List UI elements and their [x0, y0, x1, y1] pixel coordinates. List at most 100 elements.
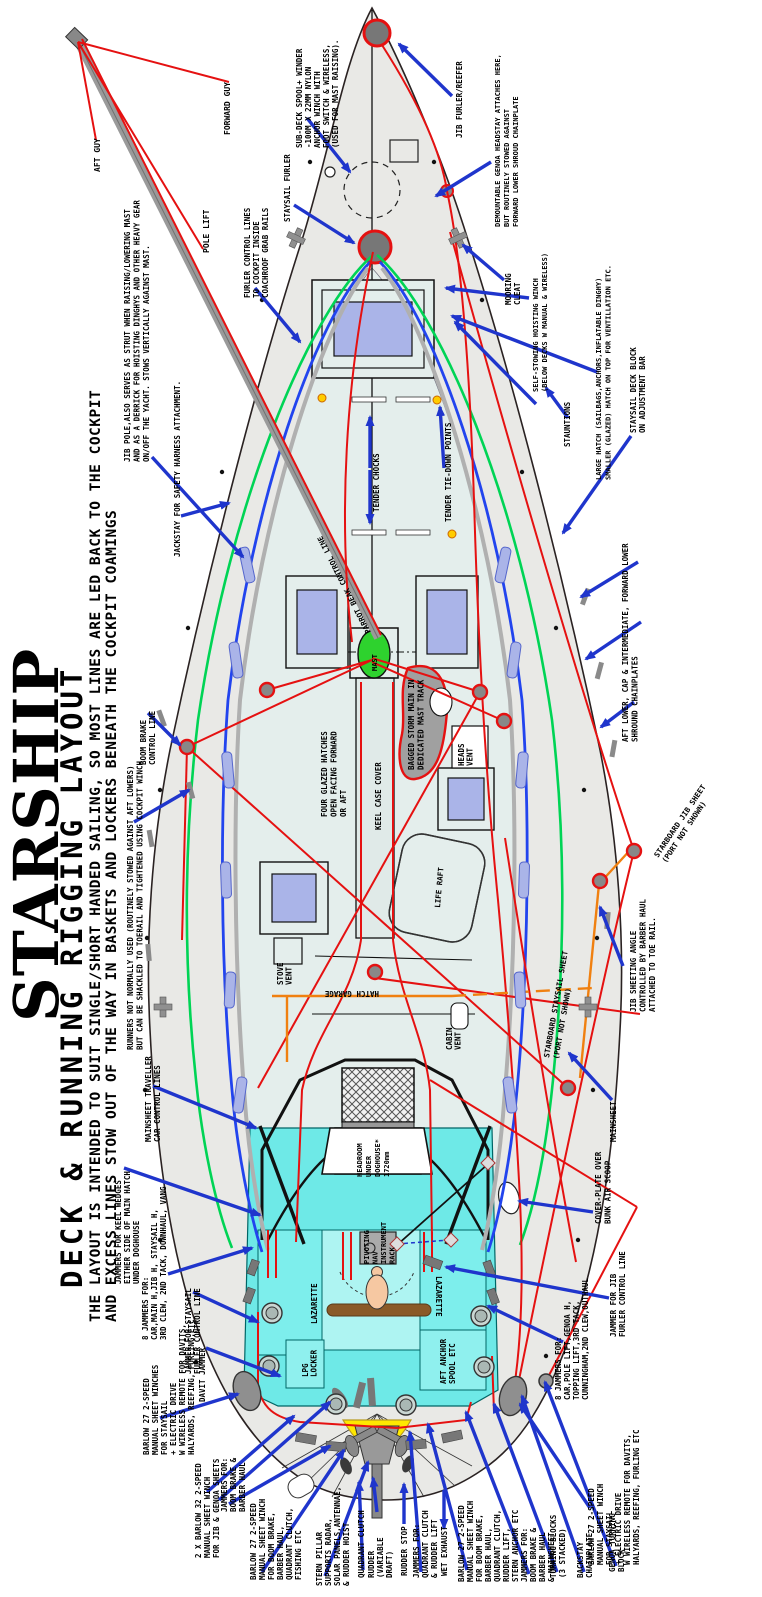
jammers-quadrant-label: JAMMERS FOR:QUADRANT CLUTCH& RUDDER LIFT [412, 1510, 439, 1578]
jammers-8-port-line-0: 8 JAMMERS FOR: [141, 1277, 150, 1340]
stove-vent-label: STOVEVENT [276, 962, 294, 985]
barlow27-port-line-3: + ELECTRIC DRIVE [169, 1382, 178, 1455]
staysail-deck-block-line-0: STAYSAIL DECK BLOCK [629, 347, 638, 433]
mainsheet-label: MAINSHEET [609, 1101, 618, 1142]
quadrant-clutch-label: QUADRANT CLUTCH [357, 1510, 366, 1578]
jammers-8-port-line-1: CAR,MAIN H,JIB H, STAYSAIL H, [150, 1209, 159, 1340]
cabin-vent-label: CABINVENT [445, 1027, 463, 1050]
cabin-vent-line-0: CABIN [445, 1027, 454, 1050]
tender-chocks-label: TENDER CHOCKS [372, 453, 381, 512]
jammer-jib-furler-line-1: FURLER CONTROL LINE [618, 1251, 627, 1337]
barlow27-aft-port-line-1: MANUAL SHEET WINCH [258, 1498, 267, 1580]
pointer-arrow [159, 1392, 240, 1420]
heads-vent-label: HEADSVENT [457, 743, 475, 766]
barlow27-aft-port-label: BARLOW 27 2-SPEEDMANUAL SHEET WINCHFOR B… [249, 1498, 303, 1580]
jammers-boom-mainsheet-line-3: & MAINSHEET [547, 1532, 556, 1582]
stern-pillar-line-0: STERN PILLAR [315, 1531, 324, 1586]
quadrant-clutch-line-0: QUADRANT CLUTCH [357, 1510, 366, 1578]
pointer-arrow [584, 620, 642, 661]
jammer-staysail-furler-line-1: FURLER CONTROL LINE [193, 1288, 202, 1374]
pointer-arrow [518, 1402, 592, 1509]
pointer-arrow [217, 1400, 332, 1502]
pointer-arrow [425, 1422, 469, 1571]
jib-furler-reefer-label: JIB FURLER/REEFER [455, 61, 464, 138]
shroud-chainplates-label: AFT LOWER, CAP & INTERMEDIATE, FORWARD L… [621, 543, 640, 742]
pointer-arrow [167, 1246, 254, 1276]
pointer-arrow [305, 116, 352, 174]
rudder-stop-label: RUDDER STOP [400, 1526, 409, 1576]
barlow27-port-line-0: BARLOW 27 2-SPEED [142, 1378, 151, 1455]
deck-block [625, 842, 643, 860]
sub-deck-spool-line-0: SUB-DECK SPOOL+ WINDER [295, 48, 304, 148]
barlow27-aft-port-line-3: BARBER HAUL, [276, 1526, 285, 1580]
pointer-arrow [444, 284, 530, 300]
rudder-stop-line-0: RUDDER STOP [400, 1526, 409, 1576]
pointer-arrow [450, 314, 598, 374]
stern-pillar-label: STERN PILLARSUPPORTS RADAR,SOLAR PANELS,… [315, 1487, 351, 1586]
pole-lift-line-0: POLE LIFT [202, 209, 211, 253]
pointer-arrow [146, 711, 182, 747]
deck-block [591, 872, 609, 890]
hatch-garage-line-0: HATCH GARAGE [324, 989, 379, 998]
barlow27-aft-port-line-4: QUADRANT CLUTCH, [285, 1508, 294, 1580]
jammers-keel-wedges-label: JAMMERS FOR KEEL WEDGESEITHER SIDE OF MA… [114, 1171, 141, 1284]
pointer-arrow [579, 560, 639, 599]
barlow27-port-label: BARLOW 27 2-SPEEDMANUAL SHEET WINCHESFOR… [142, 1320, 196, 1455]
page-title: STARSHIP [0, 648, 73, 1022]
pointer-arrow [228, 1444, 332, 1506]
jib-sheeting-angle-line-2: ATTACHED TO TOE RAIL. [648, 917, 657, 1012]
genoa-turning-block-label: GENOA TURNINGBLOCK [608, 1513, 626, 1572]
bagged-storm-main-label: BAGGED STORM MAIN INDEDICATED MAST TRACK [407, 679, 426, 770]
turning-blocks-label: TURNING BLOCKS(3 STACKED) [549, 1514, 567, 1578]
furler-control-lines-line-0: FURLER CONTROL LINES [243, 207, 252, 298]
jammers-boom-mainsheet-line-1: BOOM BRAKE & [529, 1527, 538, 1582]
barlow27-stbd-line-4: W WIRELESS REMOTE FOR DAVITS, [623, 1434, 632, 1565]
jammers-boom-brake-line-2: BARBER HAUL [238, 1462, 247, 1512]
aft-anchor-spool-line-1: SPOOL ETC [448, 1343, 457, 1384]
stern-pad-port [340, 1457, 352, 1475]
keel-case-cover-line-0: KEEL CASE COVER [374, 762, 383, 830]
pointer-arrow [598, 905, 625, 967]
pointer-arrow [543, 1380, 618, 1567]
staysail-deck-block-label: STAYSAIL DECK BLOCKON ADJUSTMENT BAR [629, 347, 647, 433]
lpg-locker-line-1: LOCKER [310, 1349, 319, 1377]
pointer-arrow [192, 1290, 260, 1324]
rudder-variable-line-1: (VARIABLE [376, 1537, 385, 1578]
mainsheet-line-0: MAINSHEET [609, 1101, 618, 1142]
jib-sheeting-angle-line-0: JIB SHEETING ANGLE [629, 930, 638, 1012]
jib-pole-note-line-1: AND AS A DERRICK FOR HOISTING DINGHYS AN… [133, 200, 142, 462]
stove-vent-line-0: STOVE [276, 962, 285, 985]
davit-jammer-line-0: DAVIT JAMMER [198, 1347, 207, 1402]
pointer-arrow [436, 405, 446, 469]
stern-pillar-line-3: & RUDDER HOIST [342, 1522, 351, 1586]
jammers-keel-wedges-line-1: EITHER SIDE OF MAIN HATCH [123, 1171, 132, 1284]
jackstay-line-0: JACKSTAY FOR SAFETY HARNESS ATTACHMENT. [173, 381, 182, 557]
jammers-boom-mainsheet-line-2: BARBER HAUL [538, 1532, 547, 1582]
barlow27-port-line-1: MANUAL SHEET WINCHES [151, 1364, 160, 1455]
deck-block [495, 712, 513, 730]
jammers-quadrant-line-0: JAMMERS FOR: [412, 1524, 421, 1578]
pointer-arrow [152, 1084, 258, 1130]
backstay-chainplate-line-0: BACKSTAY [576, 1541, 585, 1578]
pivoting-nav-line-1: NAV [372, 1251, 380, 1264]
aft-anchor-spool-line-0: AFT ANCHOR [439, 1338, 448, 1384]
headroom-line-0: HEADROOM [356, 1143, 364, 1177]
jammers-keel-wedges-line-2: UNDER DOGHOUSE [132, 1220, 141, 1284]
mooring-cleat-line-1: CLEAT [513, 282, 522, 305]
stove-vent-line-1: VENT [285, 966, 294, 985]
barlow27-stbd-line-1: MANUAL SHEET WINCH [596, 1483, 605, 1565]
boom-brake-line-line-1: CONTROL LINE [148, 710, 157, 765]
shroud-chainplates-line-0: AFT LOWER, CAP & INTERMEDIATE, FORWARD L… [621, 543, 630, 742]
headroom-line-2: DOGHOUSE* [374, 1139, 382, 1177]
pointer-arrow [567, 1051, 614, 1102]
windlass-box [389, 139, 419, 163]
mainsheet-traveller-label: MAINSHEET TRAVELLERCAR CONTROL LINES [144, 1056, 162, 1142]
staysail-furler-label: STAYSAIL FURLER [283, 154, 292, 222]
sub-deck-spool-line-1: -100M X 22MM NYLON [304, 66, 313, 148]
life-raft-line-0: LIFE RAFT [433, 866, 446, 908]
hatch-garage-label: HATCH GARAGE [324, 989, 379, 998]
pivoting-nav-line-3: RACK [389, 1246, 397, 1264]
pointer-arrow [180, 501, 231, 518]
doghouse-window [341, 1067, 415, 1123]
barlow27-aft-port-line-0: BARLOW 27 2-SPEED [249, 1503, 258, 1580]
